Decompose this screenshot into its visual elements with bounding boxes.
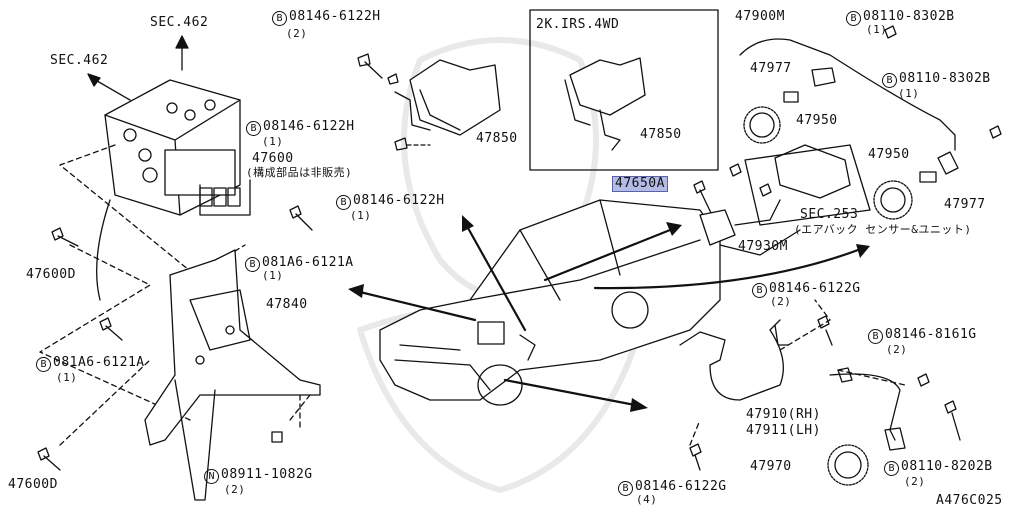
label-47850-inset: 47850 (640, 127, 682, 142)
note-airbag: (エアバック センサー&ユニット) (794, 223, 972, 236)
inset-bracket-drawing (564, 57, 646, 151)
qty-b-6121a-low: (1) (56, 371, 78, 384)
leader-dashes-right (289, 299, 906, 446)
qty-b-8161g: (2) (886, 343, 908, 356)
tone-rings (743, 106, 913, 486)
qty-b-6122h-low: (1) (350, 209, 372, 222)
label-47600: 47600 (252, 151, 294, 166)
arrows-from-car (358, 226, 860, 407)
bolt-drawings (37, 25, 1002, 471)
qty-b-6122h-top: (2) (286, 27, 308, 40)
qty-b-6122g-low: (4) (636, 493, 658, 506)
qty-b-6122g-top: (2) (770, 295, 792, 308)
label-47930m: 47930M (738, 239, 788, 254)
car-drawing (379, 199, 721, 406)
sec-arrow-left (91, 77, 131, 101)
bracket-47840-drawing (144, 249, 321, 501)
qty-b-6121a-top: (1) (262, 269, 284, 282)
arrow-heads (348, 215, 870, 412)
label-47911-lh: 47911(LH) (746, 423, 821, 438)
label-47850-main: 47850 (476, 131, 518, 146)
qty-b-8302b-top: (1) (866, 23, 888, 36)
bracket-47850-drawing (394, 59, 501, 136)
diagram-id: A476C025 (936, 493, 1003, 508)
inset-title: 2K.IRS.4WD (536, 17, 620, 32)
note-47600: (構成部品は非販売) (246, 166, 353, 179)
label-47977-b: 47977 (944, 197, 986, 212)
sec-ref-top: SEC.462 (150, 15, 209, 30)
qty-b-8302b-mid: (1) (898, 87, 920, 100)
label-47840: 47840 (266, 297, 308, 312)
sensor-47900m-drawing (739, 38, 959, 183)
sec-ref-left: SEC.462 (50, 53, 109, 68)
qty-n-1082g: (2) (224, 483, 246, 496)
label-47970: 47970 (750, 459, 792, 474)
label-47600d-a: 47600D (26, 267, 76, 282)
inset-box (529, 9, 719, 171)
qty-b-6122h-abs: (1) (262, 135, 284, 148)
label-47650a-highlighted[interactable]: 47650A (612, 176, 668, 192)
label-47977-a: 47977 (750, 61, 792, 76)
airbag-unit-drawing (699, 144, 871, 256)
qty-b-8202b: (2) (904, 475, 926, 488)
rear-sensor-drawing (679, 319, 906, 451)
label-47910-rh: 47910(RH) (746, 407, 821, 422)
abs-actuator-drawing (96, 79, 251, 301)
label-47950-b: 47950 (868, 147, 910, 162)
label-47900m: 47900M (735, 9, 785, 24)
sec-ref-airbag: SEC.253 (800, 207, 859, 222)
label-47600d-b: 47600D (8, 477, 58, 492)
label-47950-a: 47950 (796, 113, 838, 128)
